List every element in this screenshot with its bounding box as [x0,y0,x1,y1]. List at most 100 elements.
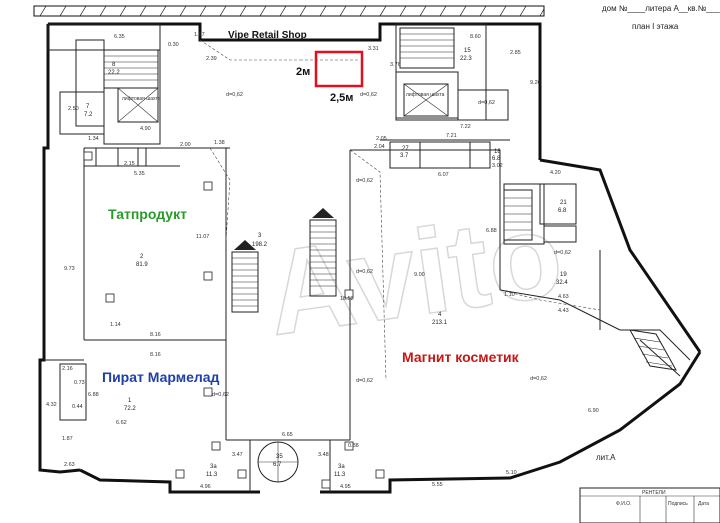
dimension: 0.73 [74,380,85,386]
stamp-date: Дата [698,501,709,507]
room-3a-right-area: 11.3 [334,472,346,478]
litera-label: лит.А [596,453,616,462]
room-3a-left: 3а [210,464,217,470]
columns [83,151,385,489]
dimension: 7.21 [446,133,457,139]
room-8-area: 22.2 [108,70,120,76]
room-3: 3 [258,233,262,239]
room-15: 15 [464,48,471,54]
dimension: 3.47 [232,452,243,458]
dimension: 0.88 [348,443,359,449]
partitions [44,23,691,492]
stair-top-right [399,27,455,69]
room-19-area: 32.4 [556,280,568,286]
dimension: 3.02 [492,163,503,169]
dimension: 7.22 [460,124,471,130]
escalator-right [309,208,337,297]
dimension: 2.63 [64,462,75,468]
plan-title: план I этажа [632,22,679,31]
room-1: 1 [128,398,132,404]
highlight-area: 2м 2,5м [296,50,364,104]
dimension: 8.16 [150,332,161,338]
dimension: 1.38 [214,140,225,146]
room-21: 21 [560,200,567,206]
dimension: 1.14 [110,322,121,328]
dimension: 5.35 [134,171,145,177]
dimension: 8.60 [470,34,481,40]
room-21-area: 6.8 [558,208,567,214]
ceiling-mark: d=0,62 [360,92,377,98]
dimension: 9.73 [64,266,75,272]
dimension-labels: 6.35 0.30 1.97 3.31 2.39 3.76 8.60 2.85 … [46,32,599,490]
ceiling-mark: d=0,62 [530,376,547,382]
room-18-area: 6.8 [492,156,501,162]
room-35: 35 [276,454,283,460]
ceiling-mark: d=0,62 [226,92,243,98]
room-2-area: 81.9 [136,262,148,268]
dimension: 1.87 [62,436,73,442]
dimension: 6.35 [114,34,125,40]
room-27-area: 3.7 [400,153,409,159]
room-2: 2 [140,254,144,260]
dimension: 18.52 [340,296,354,302]
dimension: 4.63 [558,294,569,300]
ceiling-height-marks: d=0,62 d=0,62 d=0,62 d=0,62 d=0,62 d=0,6… [212,92,571,398]
dimension: 3.76 [390,62,401,68]
room-27: 27 [402,146,409,152]
dimension: 6.88 [486,228,497,234]
dimension: 1.34 [88,136,99,142]
stamp-signature: Подпись [668,501,688,507]
room-4: 4 [438,312,442,318]
dimension: 3.48 [318,452,329,458]
dimension: 4.43 [558,308,569,314]
highlight-length: 2,5м [330,92,353,104]
room-4-area: 213.1 [432,320,448,326]
dimension: 2.85 [510,50,521,56]
title-stamp: РЕНТЕЛИ Ф.И.О. Подпись Дата [579,487,720,523]
dimension: 0.44 [72,404,83,410]
dimension: 2.39 [206,56,217,62]
tenant-vipe-retail-shop: Vipe Retail Shop [228,30,307,41]
dimension: 0.30 [168,42,179,48]
room-18: 18 [494,149,501,155]
dimension: 2.16 [62,366,73,372]
dimension: 6.65 [282,432,293,438]
dimension: 4.20 [550,170,561,176]
room-35-area: 6.7 [273,462,282,468]
dimension: 4.95 [340,484,351,490]
dimension: 5.10 [506,470,517,476]
dimension: 6.90 [588,408,599,414]
stamp-fio: Ф.И.О. [616,501,631,507]
dimension: 5.55 [432,482,443,488]
ceiling-mark: d=0,62 [356,378,373,384]
escalator-left [231,240,259,313]
svg-text:лифтовая шахта: лифтовая шахта [406,92,445,98]
room-15-area: 22.3 [460,56,472,62]
ceiling-mark: d=0,62 [356,178,373,184]
stamp-head: РЕНТЕЛИ [642,490,666,496]
room-7: 7 [86,104,90,110]
highlight-width: 2м [296,66,310,78]
dimension: 11.07 [196,234,209,240]
stair-right-wing [503,189,533,241]
dimension: 6.62 [116,420,127,426]
outer-walls [38,22,702,494]
dimension: 2.15 [124,161,135,167]
room-8: 8 [112,62,116,68]
revolving-door [257,441,299,483]
svg-text:лифтовая шахта: лифтовая шахта [122,96,161,102]
room-3-area: 198.2 [252,242,268,248]
ceiling-beams [199,39,601,381]
dimension: 6.88 [88,392,99,398]
dimension: 4.96 [200,484,211,490]
ceiling-mark: d=0,62 [554,250,571,256]
room-3a-left-area: 11.3 [206,472,218,478]
top-wall-hatch [33,5,545,17]
dimension: 9.00 [414,272,425,278]
dimension: 8.16 [150,352,161,358]
dimension: 2.05 [376,136,387,142]
dimension: 4.90 [140,126,151,132]
tenant-pirat-marmelad: Пират Мармелад [102,369,220,385]
ceiling-mark: d=0,62 [356,269,373,275]
